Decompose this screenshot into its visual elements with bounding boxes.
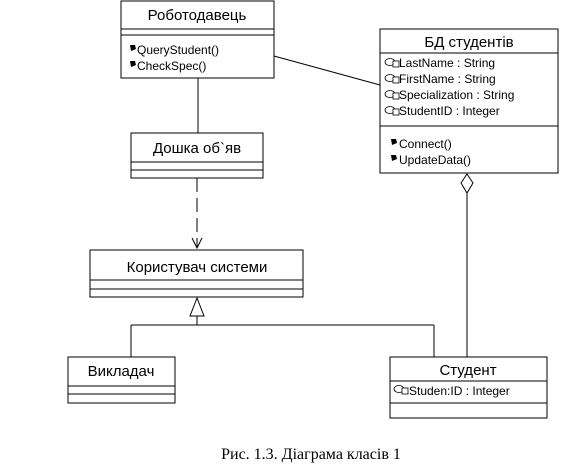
class-student-db-op-2: UpdateData() [399,153,471,167]
class-employer[interactable]: Роботодавець QueryStudent() CheckSpec() [120,0,275,79]
attribute-icon [384,58,400,68]
class-student-db[interactable]: БД студентів LastName : String FirstName… [379,28,559,174]
class-board-name: Дошка об`яв [153,140,241,157]
class-system-user[interactable]: Користувач системи [89,249,304,298]
class-teacher[interactable]: Викладач [67,356,176,404]
attribute-icon [384,90,400,100]
operation-icon [130,45,136,51]
class-employer-op-1: QueryStudent() [137,43,219,57]
operation-icon [391,139,397,145]
attribute-icon [384,74,400,84]
class-student-db-op-1: Connect() [399,137,452,151]
class-system-user-name: Користувач системи [127,259,268,276]
aggregation-diamond [460,173,474,194]
class-student-db-attr-3: Specialization : String [399,88,514,102]
class-board[interactable]: Дошка об`яв [130,132,264,179]
class-employer-op-2: CheckSpec() [137,59,206,73]
dependency-arrowhead [191,237,203,250]
operation-icon [391,155,397,161]
class-student-name: Студент [439,362,496,379]
class-student-db-attr-4: StudentID : Integer [399,104,500,118]
attribute-icon [393,385,409,395]
class-student-attr-1: Studen:ID : Integer [409,384,510,398]
figure-caption: Рис. 1.3. Діаграма класів 1 [221,446,401,463]
class-student[interactable]: Студент Studen:ID : Integer [389,356,548,419]
class-student-db-attr-2: FirstName : String [399,72,496,86]
class-teacher-name: Викладач [88,363,155,380]
generalization-triangle [189,296,205,317]
class-student-db-name: БД студентів [424,34,513,51]
class-employer-name: Роботодавець [148,7,247,24]
association-employer-db [273,55,381,86]
class-student-db-attr-1: LastName : String [399,56,495,70]
attribute-icon [384,106,400,116]
operation-icon [130,61,136,67]
